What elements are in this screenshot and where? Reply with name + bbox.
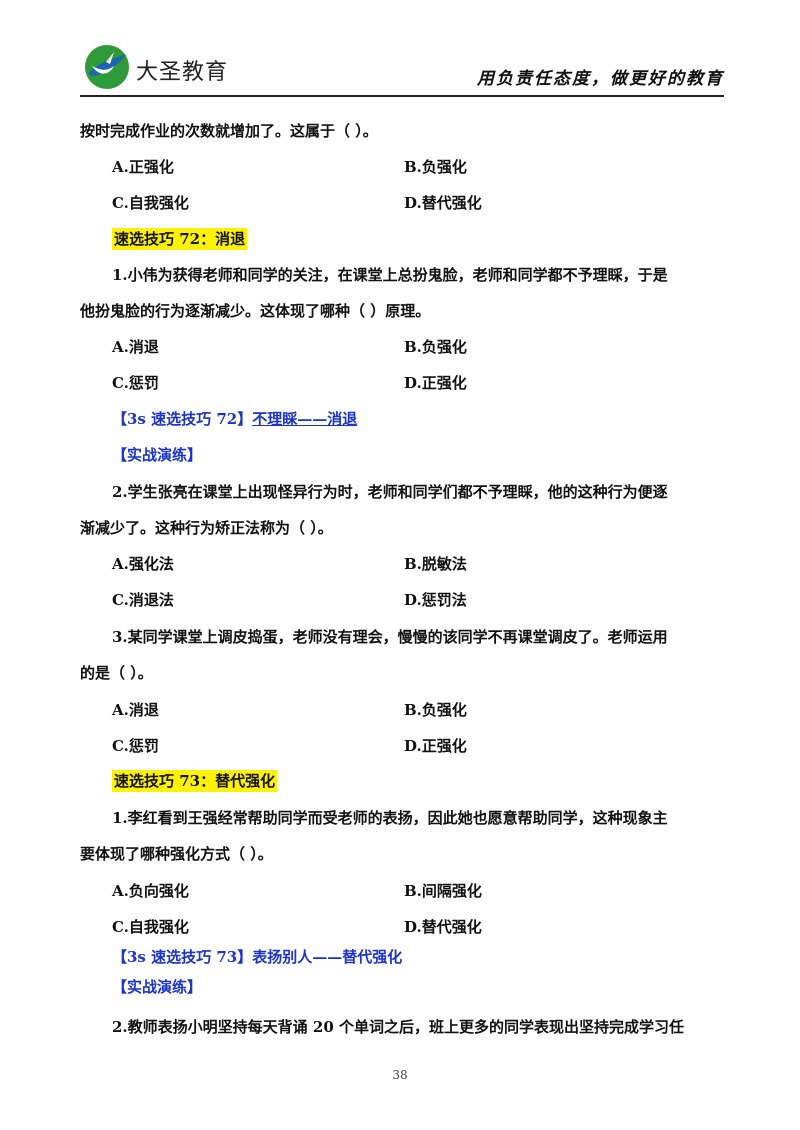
option-d: D.正强化: [404, 737, 467, 755]
header-slogan: 用负责任态度，做更好的教育: [477, 69, 724, 89]
option-a: A.强化法: [112, 555, 174, 573]
option-a: A.消退: [112, 338, 159, 356]
option-b: B.负强化: [404, 158, 467, 176]
tip-72-prefix: 【3s 速选技巧 72】: [112, 410, 253, 428]
option-c: C.消退法: [112, 591, 174, 609]
option-a: A.负向强化: [112, 882, 189, 900]
section-heading-72: 速选技巧 72：消退: [112, 228, 248, 250]
option-d: D.替代强化: [404, 194, 482, 212]
question-text: 2.学生张亮在课堂上出现怪异行为时，老师和同学们都不予理睬，他的这种行为便逐: [112, 483, 668, 501]
option-a: A.消退: [112, 701, 159, 719]
option-c: C.惩罚: [112, 374, 159, 392]
option-c: C.自我强化: [112, 918, 189, 936]
tip-73: 【3s 速选技巧 73】表扬别人——替代强化: [112, 948, 403, 966]
question-text: 1.李红看到王强经常帮助同学而受老师的表扬，因此她也愿意帮助同学，这种现象主: [112, 809, 668, 827]
question-text: 要体现了哪种强化方式（ ）。: [80, 845, 273, 863]
text-line: 按时完成作业的次数就增加了。这属于（ ）。: [80, 122, 378, 140]
tip-72-link[interactable]: 不理睬——消退: [252, 410, 358, 428]
question-text: 的是（ ）。: [80, 664, 153, 682]
option-c: C.自我强化: [112, 194, 189, 212]
practice-label: 【实战演练】: [112, 978, 203, 996]
question-text: 1.小伟为获得老师和同学的关注，在课堂上总扮鬼脸，老师和同学都不予理睬，于是: [112, 266, 668, 284]
question-text: 渐减少了。这种行为矫正法称为（ ）。: [80, 519, 333, 537]
section-heading-73: 速选技巧 73：替代强化: [112, 770, 278, 792]
option-c: C.惩罚: [112, 737, 159, 755]
page-number: 38: [392, 1068, 408, 1082]
practice-label: 【实战演练】: [112, 446, 203, 464]
page-header: 大圣教育 用负责任态度，做更好的教育: [80, 40, 724, 96]
header-divider: [80, 95, 724, 97]
option-a: A.正强化: [112, 158, 174, 176]
option-d: D.惩罚法: [404, 591, 467, 609]
option-d: D.替代强化: [404, 918, 482, 936]
option-b: B.脱敏法: [404, 555, 467, 573]
brand-name: 大圣教育: [136, 60, 229, 85]
option-d: D.正强化: [404, 374, 467, 392]
bird-logo-icon: [85, 45, 129, 89]
question-text: 3.某同学课堂上调皮捣蛋，老师没有理会，慢慢的该同学不再课堂调皮了。老师运用: [112, 628, 668, 646]
option-b: B.负强化: [404, 338, 467, 356]
tip-72: 【3s 速选技巧 72】不理睬——消退: [112, 408, 357, 430]
option-b: B.间隔强化: [404, 882, 482, 900]
question-text: 2.教师表扬小明坚持每天背诵 20 个单词之后，班上更多的同学表现出坚持完成学习…: [112, 1018, 684, 1036]
question-text: 他扮鬼脸的行为逐渐减少。这体现了哪种（ ）原理。: [80, 302, 431, 320]
option-b: B.负强化: [404, 701, 467, 719]
